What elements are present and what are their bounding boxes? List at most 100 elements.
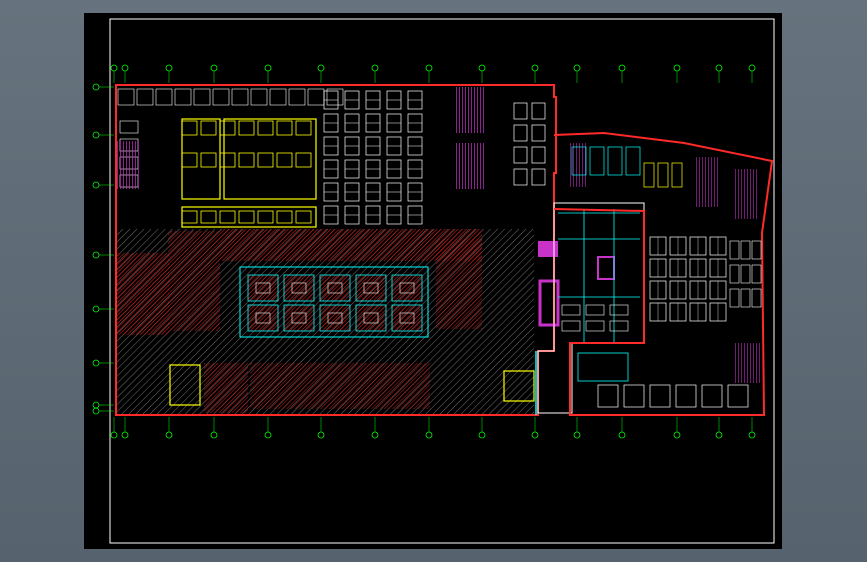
workstation-pod [238, 120, 255, 136]
workstation-pod [276, 152, 293, 168]
grid-bubble-bottom [531, 431, 539, 439]
wing-cubicle [751, 240, 762, 260]
grid-bubble-bottom [121, 431, 129, 439]
small-office [193, 88, 211, 106]
workstation-pod [257, 210, 274, 224]
partition-block-a [181, 118, 221, 200]
wing-cubicle [751, 264, 762, 284]
left-red-zone [117, 253, 169, 335]
small-office [288, 88, 306, 106]
wing-cubicle [729, 264, 740, 284]
workstation-pod [238, 210, 255, 224]
grid-bubble-top [210, 64, 218, 72]
office-desk [291, 312, 307, 324]
desk-pair [513, 124, 528, 142]
stair-yellow-b [503, 370, 535, 402]
desk-pair [513, 146, 528, 164]
exterior-wall-right-wing [553, 131, 774, 416]
drawing-sheet [84, 13, 782, 549]
desk-pair [513, 168, 528, 186]
workstation-pod [257, 152, 274, 168]
small-office [174, 88, 192, 106]
wing-partition [657, 162, 669, 188]
workstation-pod [200, 152, 217, 168]
grid-bubble-bottom [715, 431, 723, 439]
small-office [307, 88, 325, 106]
workstation-pod [181, 120, 198, 136]
core-fixture [561, 304, 581, 316]
office-room [247, 304, 279, 332]
grid-bubble-top [165, 64, 173, 72]
meeting-room [623, 384, 645, 408]
office-room [355, 304, 387, 332]
wing-partition [643, 162, 655, 188]
grid-bubble-bottom [165, 431, 173, 439]
grid-bubble-left [92, 131, 100, 139]
office-room [247, 274, 279, 302]
drawing-frame-border [109, 18, 775, 544]
meeting-room [701, 384, 723, 408]
stair-core-west [116, 141, 140, 189]
meeting-room [597, 384, 619, 408]
grid-bubble-top [425, 64, 433, 72]
grid-bubble-bottom [573, 431, 581, 439]
desk-pair [531, 102, 546, 120]
grid-bubble-bottom [618, 431, 626, 439]
grid-bubble-left [92, 401, 100, 409]
workstation-pod [238, 152, 255, 168]
core-magenta-a [538, 241, 558, 257]
workstation-pod [181, 210, 198, 224]
office-room [391, 304, 423, 332]
grid-bubble-top [748, 64, 756, 72]
grid-bubble-left [92, 359, 100, 367]
office-desk [363, 312, 379, 324]
core-fixture [561, 320, 581, 332]
desk-pair [531, 146, 546, 164]
core-services-block [537, 202, 645, 414]
office-desk [399, 282, 415, 294]
grid-bubble-top [478, 64, 486, 72]
wing-room-magenta [568, 143, 588, 187]
lower-red-zone [204, 363, 248, 413]
office-room [391, 274, 423, 302]
desk-pair [513, 102, 528, 120]
grid-bubble-bottom [264, 431, 272, 439]
grid-bubble-top [531, 64, 539, 72]
stair-core-mid [456, 143, 484, 189]
office-desk [327, 282, 343, 294]
office-desk [291, 282, 307, 294]
meeting-room [727, 384, 749, 408]
grid-bubble-bottom [673, 431, 681, 439]
grid-bubble-bottom [371, 431, 379, 439]
office-desk [255, 282, 271, 294]
workstation-pod [200, 210, 217, 224]
workstation-pod [181, 152, 198, 168]
grid-bubble-top [715, 64, 723, 72]
workstation-pod [219, 120, 236, 136]
office-room [283, 274, 315, 302]
workstation-pod [219, 210, 236, 224]
small-office [326, 88, 344, 106]
office-room [283, 304, 315, 332]
workstation-pod [276, 120, 293, 136]
partition-block-b [223, 118, 317, 200]
exterior-wall-left-block [115, 84, 557, 416]
grid-bubble-left [92, 83, 100, 91]
grid-bubble-top [618, 64, 626, 72]
wing-cubicle [751, 288, 762, 308]
bottom-red-rooms [250, 363, 430, 409]
grid-bubble-top [121, 64, 129, 72]
wing-cubicle [729, 288, 740, 308]
desk-pair [531, 168, 546, 186]
meeting-room [649, 384, 671, 408]
workstation-pod [295, 210, 312, 224]
office-room [355, 274, 387, 302]
wing-cubicle [740, 288, 751, 308]
wing-lobby [577, 352, 629, 382]
grid-bubble-bottom [110, 431, 118, 439]
workstation-pod [257, 120, 274, 136]
core-magenta-b [538, 279, 560, 327]
right-wing-block [553, 131, 774, 416]
core-fixture [609, 304, 629, 316]
